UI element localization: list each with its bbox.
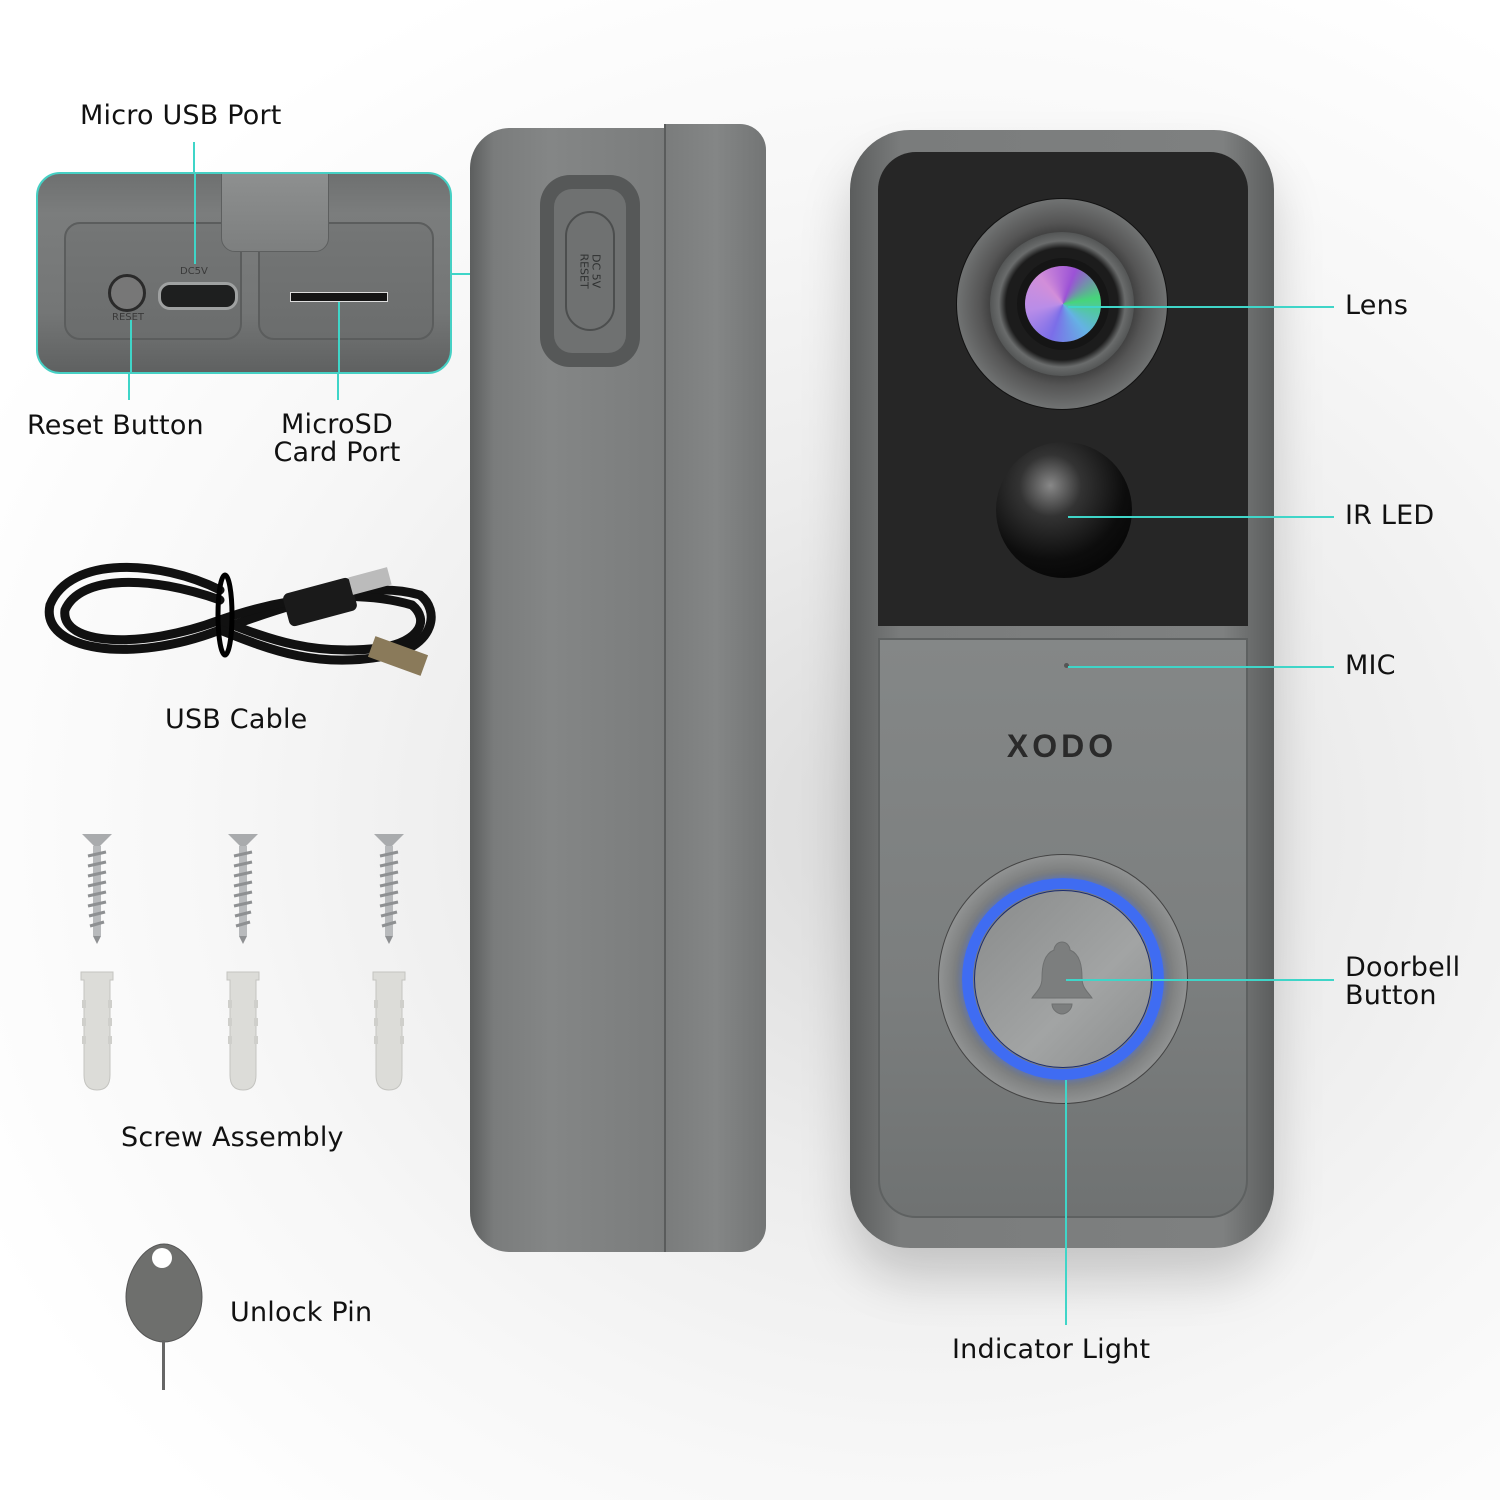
ir-led-leader-line bbox=[1068, 516, 1334, 518]
indicator-light-leader-line bbox=[1065, 1080, 1067, 1325]
wall-anchor-icon bbox=[226, 971, 260, 1091]
doorbell-button-label-line1: Doorbell bbox=[1345, 952, 1461, 983]
screw-icon bbox=[374, 834, 404, 944]
lens-leader-line bbox=[1068, 306, 1334, 308]
rubber-cover-tab bbox=[221, 174, 329, 252]
usb-cable-label: USB Cable bbox=[165, 704, 308, 735]
doorbell-button-leader-line bbox=[1066, 979, 1334, 981]
usb-cable-image bbox=[44, 562, 436, 676]
reset-leader-line bbox=[128, 372, 130, 400]
micro-usb-port-label: Micro USB Port bbox=[80, 100, 282, 131]
ir-led-label: IR LED bbox=[1345, 500, 1435, 531]
ir-led-sensor bbox=[996, 442, 1132, 578]
micro-usb-socket bbox=[158, 282, 238, 310]
doorbell-button-label: Doorbell Button bbox=[1345, 952, 1461, 1012]
bell-icon bbox=[1031, 941, 1093, 1015]
doorbell-front: XODO bbox=[850, 130, 1274, 1248]
screw-assembly-label: Screw Assembly bbox=[121, 1122, 344, 1153]
reset-button-hole bbox=[108, 274, 146, 312]
micro-usb-leader-inner bbox=[194, 174, 196, 264]
brand-logo: XODO bbox=[1006, 728, 1118, 764]
screw-icon bbox=[82, 834, 112, 944]
side-cover-text: DC 5V RESET bbox=[578, 253, 604, 289]
reset-marking: RESET bbox=[112, 312, 145, 323]
reset-button-label: Reset Button bbox=[27, 410, 204, 441]
mic-hole bbox=[1064, 663, 1069, 668]
wall-anchor-icon bbox=[372, 971, 406, 1091]
usb-recess bbox=[64, 222, 242, 340]
lens-label: Lens bbox=[1345, 290, 1409, 321]
microsd-label: MicroSD Card Port bbox=[262, 409, 412, 469]
doorbell-side-body bbox=[664, 124, 766, 1252]
microsd-leader-inner bbox=[338, 302, 340, 372]
indicator-light-label: Indicator Light bbox=[952, 1334, 1151, 1365]
camera-lens-icon bbox=[1025, 266, 1101, 342]
microsd-label-line2: Card Port bbox=[273, 437, 401, 469]
microsd-slot bbox=[290, 292, 388, 302]
mic-label: MIC bbox=[1345, 650, 1396, 681]
screw-icon bbox=[228, 834, 258, 944]
doorbell-button-label-line2: Button bbox=[1345, 980, 1437, 1012]
side-port-cover: DC 5V RESET bbox=[540, 175, 640, 367]
wall-anchor-icon bbox=[80, 971, 114, 1091]
mic-leader-line bbox=[1068, 666, 1334, 668]
microsd-leader-line bbox=[337, 372, 339, 400]
unlock-pin-icon bbox=[125, 1243, 203, 1390]
microsd-label-line1: MicroSD bbox=[281, 409, 393, 440]
dc5v-marking: DC5V bbox=[180, 266, 208, 277]
port-detail-inset: DC5V RESET bbox=[36, 172, 452, 374]
reset-leader-inner bbox=[130, 320, 132, 372]
unlock-pin-label: Unlock Pin bbox=[230, 1297, 373, 1328]
